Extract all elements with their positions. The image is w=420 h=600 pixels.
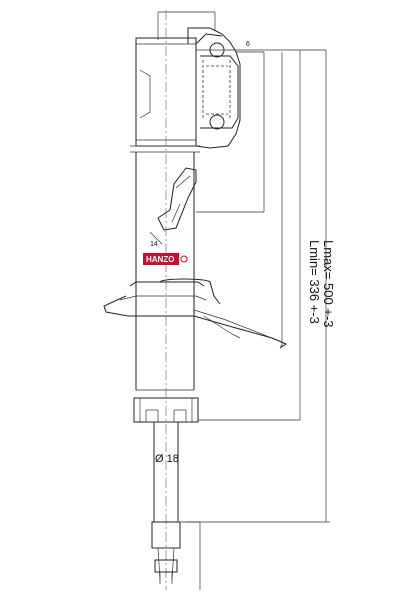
bracket-tick-label: 6 bbox=[246, 41, 250, 48]
top-bracket: 6 bbox=[135, 11, 250, 149]
outer-tube: 14 bbox=[130, 145, 200, 391]
lmin-label: Lmin= 336 +-3 bbox=[307, 240, 322, 324]
dimension-lines bbox=[180, 49, 330, 590]
spring-seat bbox=[103, 278, 288, 349]
brand-gear-icon bbox=[180, 255, 188, 263]
angle-tick-label: 14 bbox=[150, 241, 158, 248]
brand-label: HANZO bbox=[146, 255, 174, 264]
lmax-label: Lmax= 500 +-3 bbox=[321, 240, 336, 327]
brand-badge: HANZO bbox=[143, 253, 188, 265]
piston-rod: Ø 18 bbox=[151, 10, 181, 590]
rod-diameter-label: Ø 18 bbox=[155, 453, 179, 465]
brand-badge-background bbox=[143, 253, 179, 265]
